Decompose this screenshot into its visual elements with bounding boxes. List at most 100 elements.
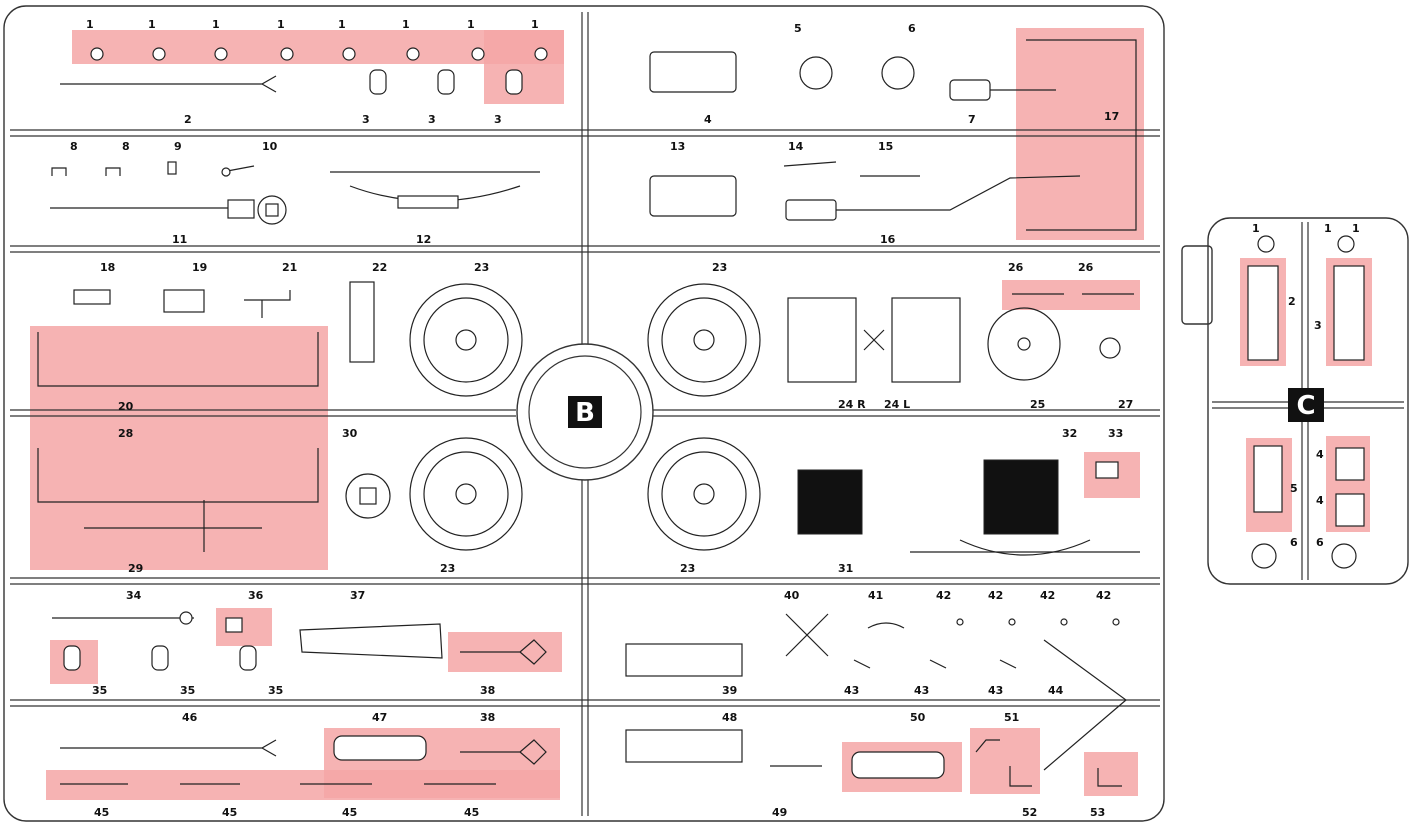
svg-text:1: 1 <box>1252 222 1260 235</box>
svg-text:5: 5 <box>1290 482 1298 495</box>
svg-text:20: 20 <box>118 400 134 413</box>
svg-text:23: 23 <box>474 261 489 274</box>
svg-text:45: 45 <box>464 806 479 819</box>
svg-text:13: 13 <box>670 140 685 153</box>
wheel-parts <box>409 283 761 551</box>
svg-text:42: 42 <box>1096 589 1111 602</box>
svg-text:42: 42 <box>988 589 1003 602</box>
svg-text:C: C <box>1296 391 1315 421</box>
svg-text:9: 9 <box>174 140 182 153</box>
svg-text:43: 43 <box>844 684 859 697</box>
svg-text:45: 45 <box>94 806 109 819</box>
parts-sprue-b <box>37 39 1140 787</box>
svg-text:23: 23 <box>712 261 727 274</box>
svg-text:1: 1 <box>277 18 285 31</box>
svg-text:6: 6 <box>1316 536 1324 549</box>
svg-text:36: 36 <box>248 589 264 602</box>
sprue-c-frame <box>1181 217 1409 585</box>
svg-text:29: 29 <box>128 562 143 575</box>
svg-text:17: 17 <box>1104 110 1119 123</box>
svg-text:49: 49 <box>772 806 787 819</box>
part-number-labels-c: 1 1 1 2 3 4 4 5 6 6 <box>1252 222 1360 549</box>
part-number-labels-b: 1 1 1 1 1 1 1 1 2 3 3 3 4 5 6 7 8 8 9 10… <box>70 18 1133 819</box>
svg-text:2: 2 <box>184 113 192 126</box>
svg-text:51: 51 <box>1004 711 1019 724</box>
svg-text:15: 15 <box>878 140 893 153</box>
svg-text:2: 2 <box>1288 295 1296 308</box>
svg-text:21: 21 <box>282 261 297 274</box>
svg-text:45: 45 <box>342 806 357 819</box>
svg-text:43: 43 <box>914 684 929 697</box>
svg-text:41: 41 <box>868 589 883 602</box>
highlight-regions <box>30 28 1372 800</box>
svg-text:37: 37 <box>350 589 365 602</box>
svg-text:8: 8 <box>122 140 130 153</box>
svg-text:12: 12 <box>416 233 431 246</box>
svg-text:19: 19 <box>192 261 207 274</box>
svg-text:52: 52 <box>1022 806 1037 819</box>
sprue-letter-badge-b: B <box>568 396 602 428</box>
svg-text:3: 3 <box>1314 319 1322 332</box>
svg-text:1: 1 <box>338 18 346 31</box>
svg-text:B: B <box>575 398 595 428</box>
svg-text:1: 1 <box>212 18 220 31</box>
svg-text:1: 1 <box>467 18 475 31</box>
svg-text:44: 44 <box>1048 684 1064 697</box>
svg-text:32: 32 <box>1062 427 1077 440</box>
svg-text:22: 22 <box>372 261 387 274</box>
svg-text:23: 23 <box>440 562 455 575</box>
svg-text:50: 50 <box>910 711 926 724</box>
svg-text:8: 8 <box>70 140 78 153</box>
svg-text:39: 39 <box>722 684 737 697</box>
svg-text:1: 1 <box>531 18 539 31</box>
svg-text:26: 26 <box>1008 261 1024 274</box>
svg-text:46: 46 <box>182 711 198 724</box>
svg-text:27: 27 <box>1118 398 1133 411</box>
svg-text:4: 4 <box>1316 448 1324 461</box>
svg-text:38: 38 <box>480 711 495 724</box>
svg-text:23: 23 <box>680 562 695 575</box>
svg-text:3: 3 <box>362 113 370 126</box>
svg-text:4: 4 <box>1316 494 1324 507</box>
svg-text:33: 33 <box>1108 427 1123 440</box>
svg-text:42: 42 <box>936 589 951 602</box>
svg-text:24 L: 24 L <box>884 398 910 411</box>
svg-text:30: 30 <box>342 427 358 440</box>
svg-text:35: 35 <box>92 684 107 697</box>
svg-text:48: 48 <box>722 711 737 724</box>
svg-text:1: 1 <box>148 18 156 31</box>
hub-cap-parts <box>90 47 548 61</box>
svg-text:40: 40 <box>784 589 800 602</box>
svg-text:35: 35 <box>268 684 283 697</box>
svg-text:24 R: 24 R <box>838 398 866 411</box>
svg-text:25: 25 <box>1030 398 1045 411</box>
svg-text:35: 35 <box>180 684 195 697</box>
svg-text:42: 42 <box>1040 589 1055 602</box>
svg-text:7: 7 <box>968 113 976 126</box>
svg-text:1: 1 <box>1352 222 1360 235</box>
svg-text:16: 16 <box>880 233 896 246</box>
svg-text:1: 1 <box>86 18 94 31</box>
svg-text:4: 4 <box>704 113 712 126</box>
svg-text:31: 31 <box>838 562 853 575</box>
svg-text:5: 5 <box>794 22 802 35</box>
sprue-letter-badge-c: C <box>1288 388 1324 422</box>
svg-text:1: 1 <box>1324 222 1332 235</box>
svg-text:34: 34 <box>126 589 142 602</box>
svg-text:18: 18 <box>100 261 115 274</box>
svg-text:3: 3 <box>494 113 502 126</box>
svg-text:43: 43 <box>988 684 1003 697</box>
svg-text:11: 11 <box>172 233 187 246</box>
svg-text:10: 10 <box>262 140 278 153</box>
svg-text:6: 6 <box>1290 536 1298 549</box>
svg-text:26: 26 <box>1078 261 1094 274</box>
svg-text:3: 3 <box>428 113 436 126</box>
svg-text:38: 38 <box>480 684 495 697</box>
svg-text:45: 45 <box>222 806 237 819</box>
svg-text:47: 47 <box>372 711 387 724</box>
svg-text:14: 14 <box>788 140 804 153</box>
svg-text:53: 53 <box>1090 806 1105 819</box>
svg-text:28: 28 <box>118 427 133 440</box>
svg-text:1: 1 <box>402 18 410 31</box>
